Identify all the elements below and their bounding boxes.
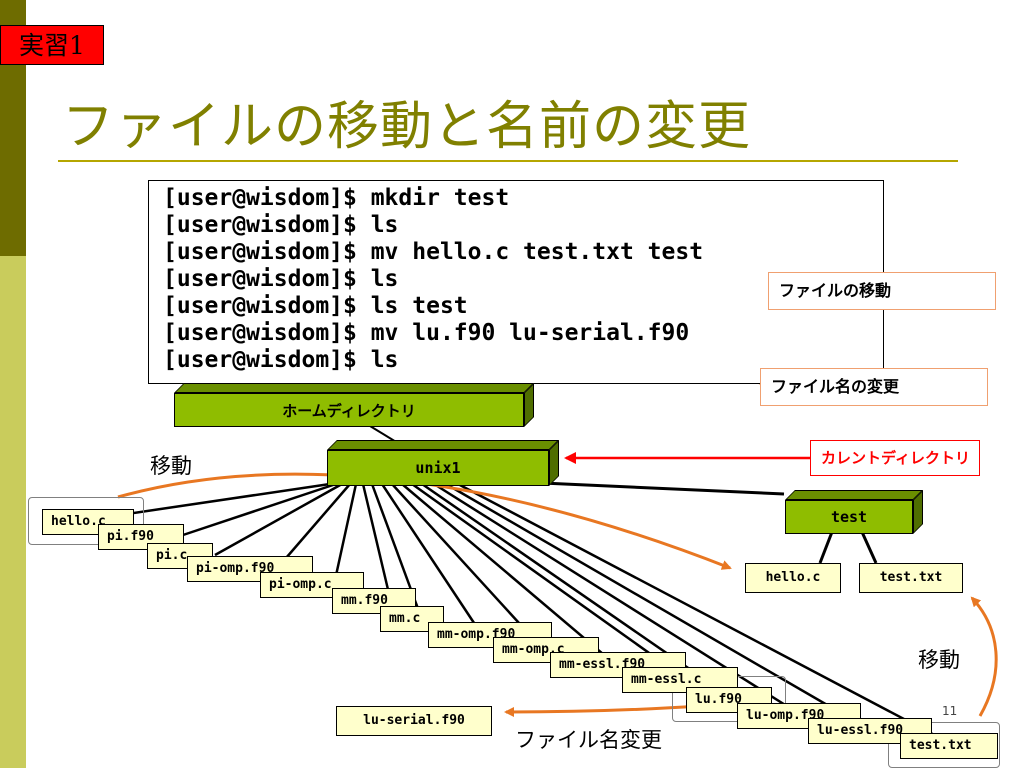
terminal-line: [user@wisdom]$ ls (163, 347, 399, 373)
terminal-line: [user@wisdom]$ ls (163, 266, 399, 292)
file-lu-f90: lu.f90 (686, 687, 772, 713)
sidebar-light-band (0, 256, 26, 768)
home-directory-label: ホームディレクトリ (174, 393, 524, 427)
file-mm-omp-c: mm-omp.c (493, 637, 599, 663)
label-move-left: 移動 (150, 454, 192, 478)
terminal-line: [user@wisdom]$ mv hello.c test.txt test (163, 239, 704, 265)
highlight-hello-c (28, 497, 144, 545)
terminal-line: [user@wisdom]$ mv lu.f90 lu-serial.f90 (163, 320, 690, 346)
terminal-line: [user@wisdom]$ mkdir test (163, 185, 510, 211)
unix1-folder: unix1 (327, 440, 559, 486)
file-hello-c: hello.c (42, 509, 134, 535)
label-rename: ファイル名変更 (515, 728, 662, 752)
file-lu-omp-f90: lu-omp.f90 (737, 703, 861, 729)
test-folder-label: test (785, 500, 913, 534)
home-directory-folder: ホームディレクトリ (174, 383, 534, 427)
line-test-txt (860, 531, 878, 564)
file-test-txt-moved: test.txt (859, 563, 963, 593)
terminal-line: [user@wisdom]$ ls (163, 212, 399, 238)
unix1-label: unix1 (327, 450, 549, 486)
callout-rename-file: ファイル名の変更 (760, 368, 988, 406)
page-number: 11 (942, 704, 958, 718)
file-mm-essl-c: mm-essl.c (622, 667, 738, 693)
test-folder: test (785, 490, 923, 534)
title-divider (58, 160, 958, 162)
slide-title: ファイルの移動と名前の変更 (62, 97, 752, 157)
callout-current-dir: カレントディレクトリ (810, 440, 980, 476)
line-unix1-test (519, 480, 785, 496)
terminal-window: [user@wisdom]$ mkdir test [user@wisdom]$… (148, 180, 884, 384)
file-hello-c-moved: hello.c (745, 563, 841, 593)
label-move-right: 移動 (918, 648, 960, 672)
terminal-line: [user@wisdom]$ ls test (163, 293, 468, 319)
line-test-hello (818, 531, 834, 564)
exercise-tag: 実習1 (0, 25, 104, 65)
arrow-rename-lu (504, 704, 701, 717)
file-lu-serial-f90: lu-serial.f90 (336, 706, 492, 736)
file-mm-f90: mm.f90 (332, 588, 416, 614)
callout-move-file: ファイルの移動 (768, 272, 996, 310)
file-test-txt: test.txt (900, 733, 998, 759)
arrow-move-test-txt (970, 596, 998, 717)
